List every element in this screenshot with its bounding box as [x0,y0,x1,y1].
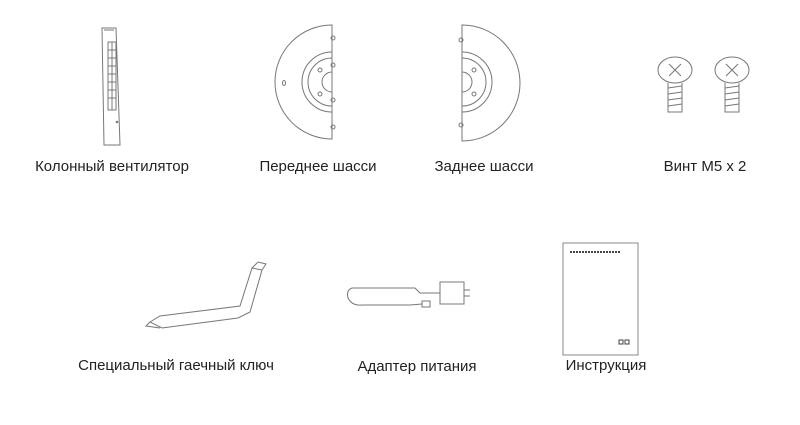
item-label-adapter: Адаптер питания [357,358,477,375]
item-label-tower-fan: Колонный вентилятор [35,158,189,175]
rear-base-icon [458,24,521,142]
item-label-rear-base: Заднее шасси [434,158,534,175]
screw-icon [657,56,750,113]
item-label-screws: Винт M5 x 2 [663,158,747,175]
front-base-icon [274,24,336,140]
power-adapter-icon [347,281,470,308]
item-label-front-base: Переднее шасси [259,158,377,175]
item-label-wrench: Специальный гаечный ключ [78,357,274,374]
manual-icon [562,242,639,356]
tower-fan-icon [101,27,121,146]
wrench-icon [144,261,267,329]
item-label-manual: Инструкция [565,357,647,374]
